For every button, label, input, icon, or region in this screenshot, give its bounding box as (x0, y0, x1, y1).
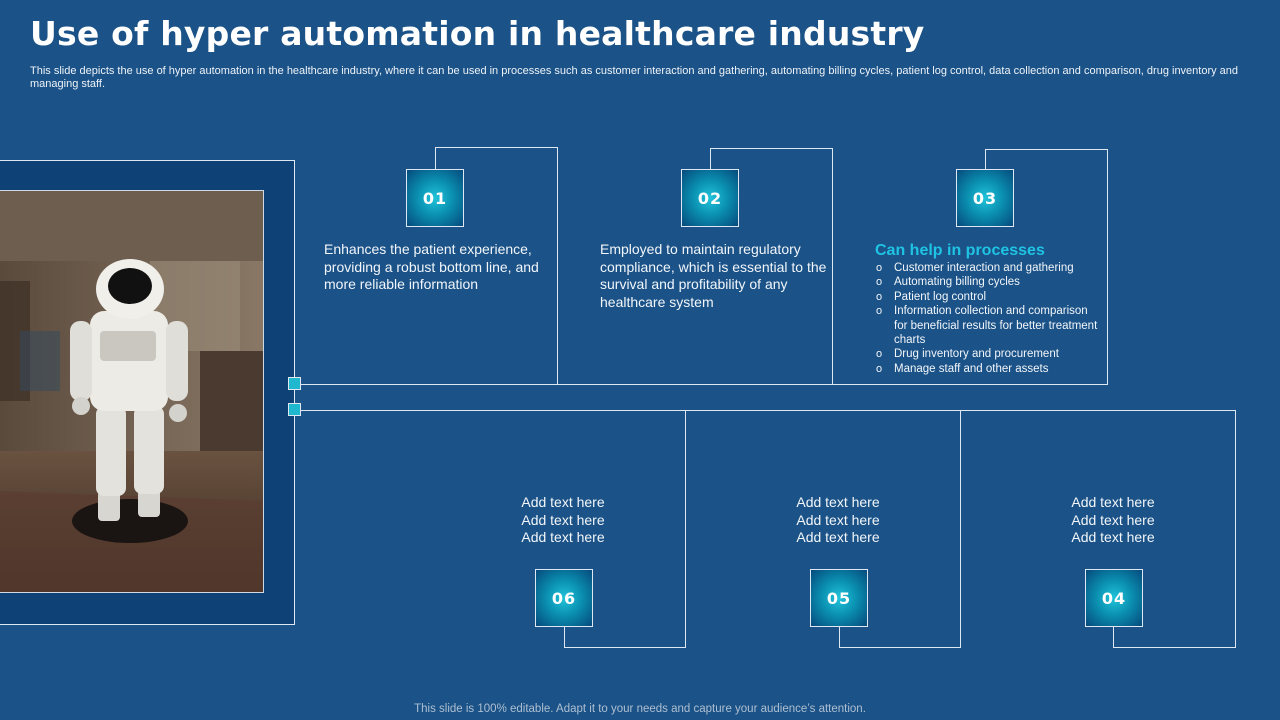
placeholder-line: Add text here (521, 494, 605, 510)
slide-title: Use of hyper automation in healthcare in… (30, 14, 925, 53)
badge-02: 02 (681, 169, 739, 227)
placeholder-line: Add text here (521, 511, 605, 528)
item-05-stem (839, 627, 840, 647)
badge-06: 06 (535, 569, 593, 627)
badge-03: 03 (956, 169, 1014, 227)
item-03-stem (985, 149, 986, 169)
bottom-row-topline (301, 410, 1236, 411)
top-row-baseline (301, 384, 1107, 385)
item-02-text: Employed to maintain regulatory complian… (600, 241, 827, 310)
connector-node-bottom (288, 403, 301, 416)
placeholder-line: Add text here (796, 494, 880, 510)
bullet-item: Drug inventory and procurement (876, 347, 1106, 362)
robot-illustration (0, 191, 263, 592)
bullet-item: Manage staff and other assets (876, 362, 1106, 377)
badge-04: 04 (1085, 569, 1143, 627)
item-06-stem (564, 627, 565, 647)
placeholder-line: Add text here (1071, 529, 1155, 545)
item-04-stem (1113, 627, 1114, 647)
placeholder-line: Add text here (796, 529, 880, 545)
item-05-text: Add text here Add text here Add text her… (768, 494, 908, 547)
item-02-bracket (710, 148, 833, 385)
item-04-text: Add text here Add text here Add text her… (1043, 494, 1183, 547)
placeholder-line: Add text here (1071, 511, 1155, 528)
robot-photo (0, 190, 264, 593)
item-06-text: Add text here Add text here Add text her… (493, 494, 633, 547)
placeholder-line: Add text here (521, 529, 605, 545)
slide-subtitle: This slide depicts the use of hyper auto… (30, 65, 1239, 90)
item-02-stem (710, 148, 711, 169)
item-03-bullet-list: Customer interaction and gathering Autom… (876, 261, 1106, 377)
bullet-item: Customer interaction and gathering (876, 261, 1106, 276)
item-03-heading: Can help in processes (875, 242, 1045, 259)
placeholder-line: Add text here (1071, 494, 1155, 510)
item-01-bracket (435, 147, 558, 385)
bullet-item: Information collection and comparison fo… (876, 304, 1099, 347)
connector-node-top (288, 377, 301, 390)
badge-05: 05 (810, 569, 868, 627)
item-06-bracket (564, 410, 686, 648)
item-01-text: Enhances the patient experience, providi… (324, 241, 539, 292)
bullet-item: Patient log control (876, 290, 1106, 305)
placeholder-line: Add text here (796, 511, 880, 528)
bullet-item: Automating billing cycles (876, 275, 1106, 290)
footer-note: This slide is 100% editable. Adapt it to… (414, 703, 866, 715)
badge-01: 01 (406, 169, 464, 227)
item-03-bracket (985, 149, 1108, 385)
item-04-bracket (1113, 410, 1236, 648)
item-01-stem (435, 147, 436, 169)
item-05-bracket (839, 410, 961, 648)
